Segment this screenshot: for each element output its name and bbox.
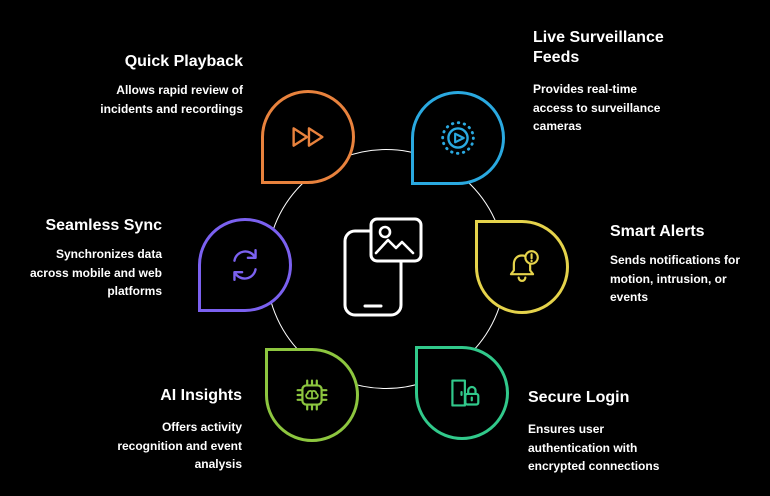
feature-quick-playback: Quick Playback Allows rapid review of in… <box>85 52 243 118</box>
alert-bell-icon <box>509 250 539 282</box>
door-lock-icon <box>451 379 480 407</box>
feature-desc-seamless-sync: Synchronizes data across mobile and web … <box>29 247 162 299</box>
feature-petal-quick-playback <box>261 90 355 184</box>
feature-secure-login: Secure Login Ensures user authentication… <box>528 388 700 476</box>
feature-title-smart-alerts: Smart Alerts <box>610 223 705 240</box>
feature-title-seamless-sync: Seamless Sync <box>45 217 162 234</box>
ai-chip-icon <box>296 379 328 411</box>
feature-desc-ai-insights: Offers activity recognition and event an… <box>117 420 242 472</box>
feature-petal-live-surveillance <box>411 91 505 185</box>
sync-icon <box>233 248 257 282</box>
feature-petal-seamless-sync <box>198 218 292 312</box>
feature-petal-smart-alerts <box>475 220 569 314</box>
live-play-icon <box>441 121 475 155</box>
feature-petal-ai-insights <box>265 348 359 442</box>
feature-smart-alerts: Smart Alerts Sends notifications for mot… <box>610 222 760 307</box>
smartphone-gallery-icon <box>343 217 423 317</box>
feature-desc-secure-login: Ensures user authentication with encrypt… <box>528 422 660 474</box>
feature-live-surveillance: Live Surveillance Feeds Provides real-ti… <box>533 28 703 136</box>
feature-title-ai-insights: AI Insights <box>160 387 242 404</box>
feature-desc-live-surveillance: Provides real-time access to surveillanc… <box>533 82 661 134</box>
feature-title-secure-login: Secure Login <box>528 389 630 406</box>
feature-ai-insights: AI Insights Offers activity recognition … <box>92 386 242 474</box>
feature-title-quick-playback: Quick Playback <box>124 53 243 70</box>
feature-title-live-surveillance: Live Surveillance Feeds <box>533 29 664 66</box>
feature-seamless-sync: Seamless Sync Synchronizes data across m… <box>10 216 162 301</box>
fast-forward-icon <box>292 127 324 147</box>
feature-desc-smart-alerts: Sends notifications for motion, intrusio… <box>610 253 741 305</box>
feature-desc-quick-playback: Allows rapid review of incidents and rec… <box>100 83 243 116</box>
feature-petal-secure-login <box>415 346 509 440</box>
